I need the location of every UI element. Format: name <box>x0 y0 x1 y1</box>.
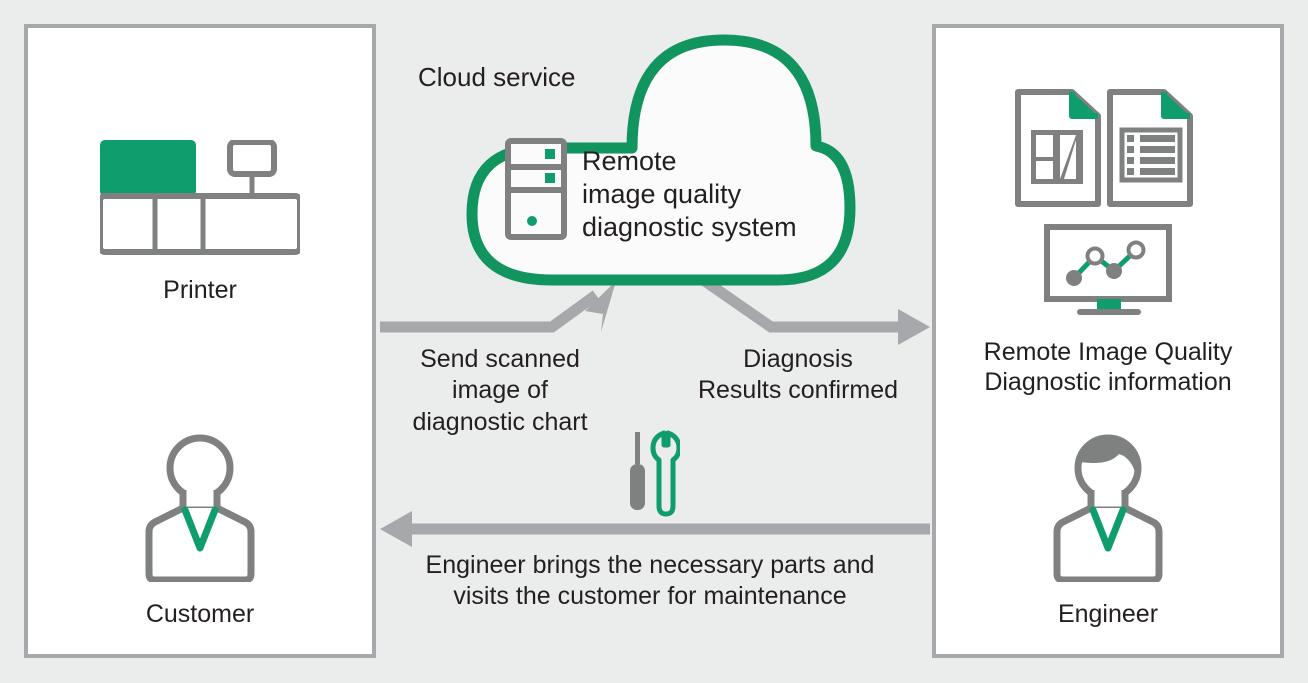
arrow-cloud-to-engineer <box>695 272 930 345</box>
engineer-person-icon <box>1053 434 1163 582</box>
cloud-system-name: Remote image quality diagnostic system <box>582 146 797 242</box>
screwdriver-icon <box>630 432 645 510</box>
customer-label: Customer <box>145 600 255 628</box>
customer-person-icon <box>145 434 255 582</box>
wrench-icon <box>650 430 680 517</box>
remote-image-quality-info-label: Remote Image Quality Diagnostic informat… <box>983 338 1233 396</box>
cloud-service-label: Cloud service <box>418 62 576 92</box>
printer-label: Printer <box>163 276 237 304</box>
monitor-chart-icon <box>1044 224 1172 315</box>
diagnostic-chart-document-icon <box>1015 89 1101 207</box>
screwdriver-wrench-icon <box>630 430 680 517</box>
flow-label-send-scanned-image: Send scanned image of diagnostic chart <box>412 345 588 436</box>
flow-label-engineer-visit: Engineer brings the necessary parts and … <box>425 551 875 611</box>
engineer-label: Engineer <box>1057 600 1159 628</box>
printer-icon <box>100 140 300 255</box>
server-tower-icon <box>505 138 567 240</box>
flow-label-diagnosis-results: Diagnosis Results confirmed <box>697 345 899 405</box>
report-list-document-icon <box>1107 89 1193 207</box>
arrow-customer-to-cloud <box>380 281 616 333</box>
documents-icon <box>1015 89 1193 207</box>
arrow-engineer-to-customer <box>380 511 930 547</box>
